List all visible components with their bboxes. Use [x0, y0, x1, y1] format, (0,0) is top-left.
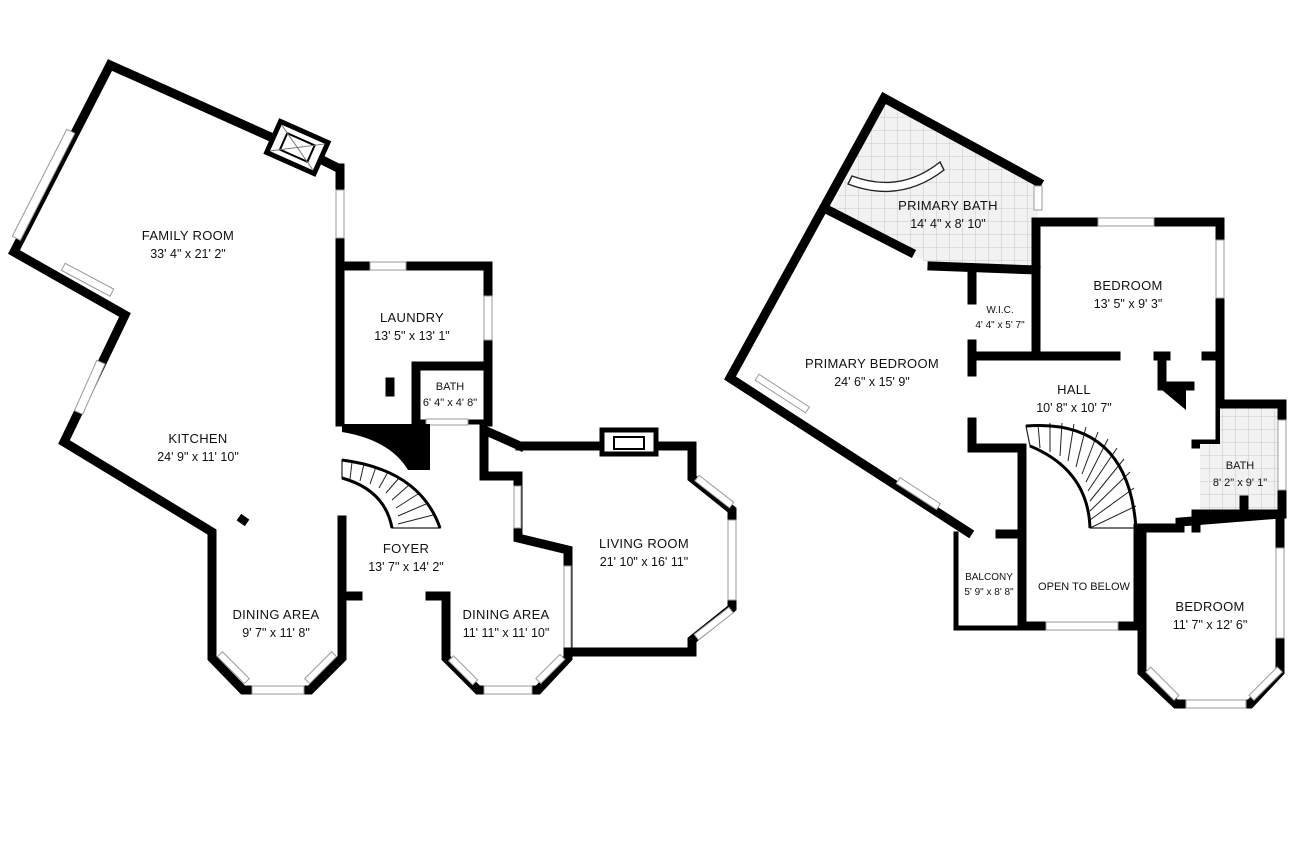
bedroom-bottom-label: BEDROOM — [1175, 599, 1244, 614]
bedroom-window — [1097, 217, 1155, 227]
primary-suite-walls — [724, 91, 1045, 539]
laundry-window — [483, 295, 493, 341]
dining-window — [216, 651, 250, 685]
bedroom-window — [1185, 699, 1247, 709]
primary-bath-wall — [927, 261, 1041, 275]
family-room-opening — [60, 262, 115, 297]
bedroom-bottom-dims: 11' 7" x 12' 6" — [1173, 618, 1248, 632]
bathtub-icon — [847, 160, 945, 193]
bath-window — [1277, 419, 1287, 491]
foyer-label: FOYER — [383, 541, 429, 556]
living-window — [727, 519, 737, 601]
staircase-icon — [1025, 422, 1138, 529]
bath-label: BATH — [1226, 460, 1255, 472]
dining-window — [535, 653, 566, 685]
dining-window — [447, 655, 479, 686]
bedroom-window — [1145, 666, 1180, 701]
primary-bedroom-window — [754, 373, 811, 414]
fireplace-icon — [263, 118, 332, 177]
dining-right-walls — [441, 423, 573, 695]
bedroom-top-label: BEDROOM — [1093, 278, 1162, 293]
family-room-dims: 33' 4" x 21' 2" — [150, 247, 226, 261]
wic-dims: 4' 4" x 5' 7" — [975, 320, 1025, 331]
dining-area-right-label: DINING AREA — [462, 607, 549, 622]
living-window — [693, 606, 734, 641]
dining-window — [251, 685, 305, 695]
dining-area-left-dims: 9' 7" x 11' 8" — [242, 626, 310, 640]
foyer-dims: 13' 7" x 14' 2" — [368, 560, 444, 574]
hall-label: HALL — [1057, 382, 1091, 397]
staircase-icon — [341, 458, 442, 529]
living-room-label: LIVING ROOM — [599, 536, 689, 551]
bath-dims: 6' 4" x 4' 8" — [423, 397, 477, 409]
primary-bedroom-dims: 24' 6" x 15' 9" — [834, 375, 910, 389]
primary-bedroom-window — [895, 476, 941, 511]
first-floor-plan — [8, 59, 737, 695]
laundry-label: LAUNDRY — [380, 310, 444, 325]
hall-east-wall — [1191, 381, 1225, 449]
balcony-label: BALCONY — [965, 572, 1013, 583]
bath-dims: 8' 2" x 9' 1" — [1213, 477, 1267, 489]
bedroom-window — [1275, 547, 1285, 639]
kitchen-island-icon — [236, 513, 250, 527]
dining-window — [304, 651, 338, 685]
foyer-window — [513, 485, 522, 529]
bath-door — [425, 418, 469, 426]
bedroom-window — [1215, 239, 1225, 299]
primary-bath-window — [1033, 185, 1043, 211]
primary-bath-dims: 14' 4" x 8' 10" — [910, 217, 986, 231]
open-to-below-label: OPEN TO BELOW — [1038, 581, 1131, 593]
dining-area-right-dims: 11' 11" x 11' 10" — [463, 626, 550, 640]
hall-closet-icon — [1162, 390, 1186, 410]
dining-opening — [563, 565, 572, 649]
living-room-dims: 21' 10" x 16' 11" — [600, 555, 688, 569]
open-to-below-window — [1045, 621, 1119, 631]
family-room-walls — [8, 59, 347, 695]
laundry-window — [369, 261, 407, 271]
primary-bath-label: PRIMARY BATH — [898, 198, 998, 213]
second-floor-plan — [724, 91, 1287, 709]
kitchen-label: KITCHEN — [168, 431, 227, 446]
staircase-landing-icon — [342, 424, 430, 470]
dining-window — [483, 685, 533, 695]
family-room-window — [335, 189, 345, 239]
bedroom-top-walls — [1031, 217, 1225, 391]
bedroom-window — [1248, 666, 1283, 701]
wic-label: W.I.C. — [986, 305, 1013, 316]
family-room-window — [73, 359, 106, 415]
bath-label: BATH — [436, 381, 465, 393]
bath-tile — [1200, 404, 1282, 512]
balcony-dims: 5' 9" x 8' 8" — [964, 587, 1014, 598]
laundry-dims: 13' 5" x 13' 1" — [374, 329, 450, 343]
family-room-label: FAMILY ROOM — [142, 228, 234, 243]
primary-bath-wall — [821, 203, 917, 259]
primary-bedroom-label: PRIMARY BEDROOM — [805, 356, 939, 371]
hall-dims: 10' 8" x 10' 7" — [1036, 401, 1112, 415]
bedroom-top-dims: 13' 5" x 9' 3" — [1094, 297, 1163, 311]
primary-bath-tile — [830, 98, 1038, 268]
family-room-window — [11, 128, 76, 241]
dining-area-left-label: DINING AREA — [232, 607, 319, 622]
hall-closet-wall — [1157, 351, 1195, 391]
fireplace-icon — [599, 427, 659, 457]
kitchen-dims: 24' 9" x 11' 10" — [157, 450, 239, 464]
living-window — [694, 474, 735, 509]
